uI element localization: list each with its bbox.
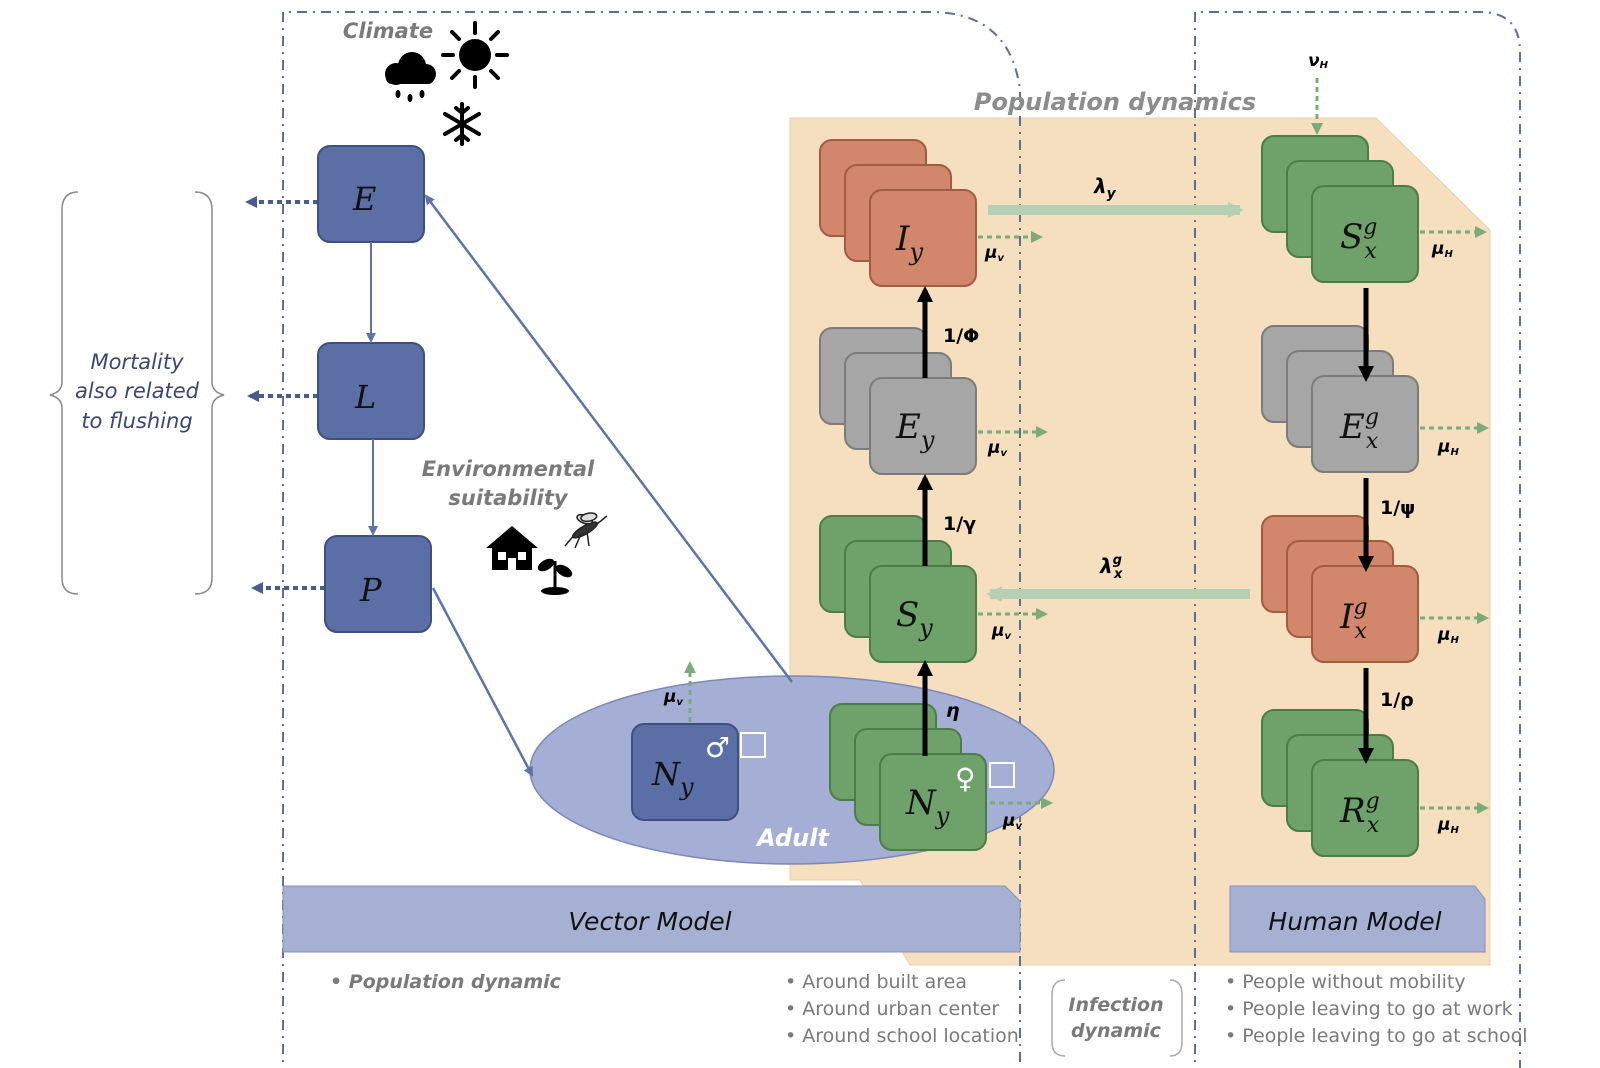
house-icon — [486, 526, 538, 570]
vector-infectious-stack-label: Iy — [895, 219, 923, 266]
plant-icon — [537, 558, 573, 595]
sun-icon — [441, 21, 509, 89]
larva-stage-box: L — [317, 342, 425, 440]
vector-e-mortality-label: μv — [987, 438, 1008, 459]
rho-label: 1/ρ — [1380, 689, 1414, 711]
adult-to-egg-arrow — [424, 194, 793, 683]
human-model-title: Human Model — [1268, 907, 1441, 936]
human-bullet-2: • People leaving to go at work — [1225, 998, 1513, 1020]
human-model-banner — [1229, 885, 1486, 953]
male-adult-label: Ny — [651, 755, 694, 801]
vector-model-banner — [282, 885, 1021, 953]
vector-i-mortality-label: μv — [984, 243, 1005, 264]
vector-bullet-right-2: • Around urban center — [785, 998, 999, 1020]
mosquito-icon — [564, 512, 608, 549]
mortality-label-line2: also related — [75, 379, 200, 403]
vector-bullet-right-1: • Around built area — [785, 971, 967, 993]
rain-cloud-icon — [385, 52, 436, 102]
egg-stage-box: E — [317, 145, 425, 243]
snowflake-icon — [443, 102, 481, 146]
mortality-brace-right — [194, 191, 225, 595]
vector-infectious-stack: Iy — [819, 139, 977, 287]
pupa-stage-box: P — [324, 535, 432, 633]
female-symbol: ♀ — [955, 762, 976, 795]
gamma-label: 1/γ — [943, 513, 976, 535]
vector-female-adult-stack: Ny — [829, 703, 987, 851]
infection-dynamic-brackets — [1051, 979, 1183, 1057]
male-square-icon — [740, 732, 766, 758]
environmental-label-line2: suitability — [448, 486, 569, 510]
mortality-brace — [49, 191, 79, 595]
adult-label: Adult — [755, 824, 830, 852]
human-e-mortality-label: μH — [1437, 437, 1460, 458]
human-model-boundary — [1194, 11, 1521, 1068]
female-square-icon — [989, 762, 1015, 788]
infection-label-line1: Infection — [1068, 994, 1163, 1016]
climate-label: Climate — [343, 19, 433, 43]
human-s-mortality-label: μH — [1431, 239, 1454, 260]
environmental-label-line1: Environmental — [422, 457, 595, 481]
human-i-mortality-label: μH — [1437, 625, 1460, 646]
human-r-mortality-label: μH — [1437, 815, 1460, 836]
mortality-label-line3: to flushing — [81, 409, 192, 433]
vector-bullet-left: • Population dynamic — [330, 971, 562, 993]
eta-label: η — [946, 700, 960, 722]
male-mortality-label: μv — [663, 687, 684, 708]
mortality-label-line1: Mortality — [90, 350, 184, 374]
larva-stage-label: L — [354, 378, 376, 416]
pupa-stage-label: P — [359, 571, 382, 609]
vector-n-mortality-label: μv — [1002, 811, 1023, 832]
vector-susceptible-stack-label: Sy — [896, 595, 933, 642]
vector-model-title: Vector Model — [568, 907, 731, 936]
male-symbol: ♂ — [705, 731, 730, 764]
psi-label: 1/ψ — [1380, 497, 1415, 519]
vector-model-boundary — [282, 11, 1021, 1068]
vector-s-mortality-label: μv — [991, 621, 1012, 642]
vector-female-adult-stack-label: Ny — [905, 783, 950, 830]
phi-label: 1/Φ — [943, 325, 979, 347]
vector-exposed-stack-label: Ey — [895, 407, 935, 454]
vector-bullet-right-3: • Around school location — [785, 1025, 1019, 1047]
male-adult-box: Ny — [631, 723, 739, 821]
infection-label-line2: dynamic — [1071, 1020, 1162, 1042]
egg-stage-label: E — [352, 180, 376, 218]
pupa-to-adult-arrow — [431, 587, 534, 777]
human-bullet-1: • People without mobility — [1225, 971, 1466, 993]
population-dynamics-title: Population dynamics — [974, 88, 1256, 116]
lambda-y-label: λy — [1093, 174, 1117, 202]
human-bullet-3: • People leaving to go at school — [1225, 1025, 1528, 1047]
nu-h-label: νH — [1308, 51, 1329, 71]
